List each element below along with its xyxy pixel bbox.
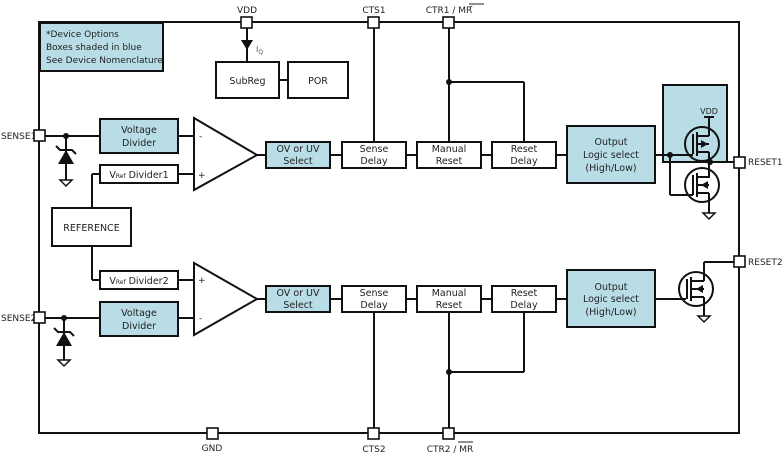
vdd-pin-label: VDD: [237, 6, 257, 16]
ch2-sense-delay: [341, 285, 407, 313]
ch1-comparator-plus: +: [198, 171, 206, 181]
cts2-pin-label: CTS2: [362, 445, 385, 455]
ch2-vref-divider-label: VRef Divider2: [109, 276, 168, 287]
ch1-comparator-minus: -: [199, 132, 202, 142]
ch2-ov-uv-label-1: OV or UV: [276, 288, 320, 299]
note-line-3: See Device Nomenclature: [46, 56, 163, 66]
reset1-pin[interactable]: [733, 156, 746, 169]
ch1-output-logic-select: [566, 125, 656, 184]
ch2-output-logic-label-2: Logic select: [583, 294, 639, 305]
ch2-sense-delay-label-2: Delay: [360, 300, 388, 311]
ctr2-pin-label: CTR2 / MR: [427, 445, 474, 455]
pmos-transistor-icon: [684, 126, 720, 162]
esd-diode-icon: [55, 145, 77, 188]
ch1-output-logic-label-2: Logic select: [583, 150, 639, 161]
ch2-reset-delay-label-1: Reset: [511, 288, 538, 299]
ch2-output-logic-label-1: Output: [595, 282, 628, 293]
ch2-reset-delay-label-2: Delay: [510, 300, 538, 311]
note-line-1: *Device Options: [46, 30, 119, 40]
ch1-output-logic-label-1: Output: [595, 137, 628, 148]
subreg-label: SubReg: [229, 76, 265, 87]
note-line-2: Boxes shaded in blue: [46, 43, 142, 53]
nmos-transistor-icon: [684, 167, 720, 203]
ctr1-pin[interactable]: [442, 16, 455, 29]
cts2-pin[interactable]: [367, 427, 380, 440]
ch2-sense-delay-label-1: Sense: [360, 288, 389, 299]
por-label: POR: [308, 76, 328, 87]
iq-label: IQ: [256, 45, 263, 56]
sense2-input: SENSE2: [1, 311, 100, 368]
iq-arrow-icon: [241, 40, 253, 50]
cts1-pin[interactable]: [367, 16, 380, 29]
sense2-pin-label: SENSE2: [1, 314, 36, 324]
ch1-pmos-vdd-label: VDD: [700, 107, 718, 116]
reset2-pin[interactable]: [733, 255, 746, 268]
ch2-voltage-divider: [99, 301, 179, 337]
ch2-output-stage: [655, 261, 734, 324]
ch1-sense-delay-label-2: Delay: [360, 156, 388, 167]
subreg-block: [215, 61, 280, 99]
gnd-pin[interactable]: [206, 427, 219, 440]
sense2-pin[interactable]: [33, 311, 46, 324]
sense1-pin[interactable]: [33, 129, 46, 142]
ch2-output-logic-label-3: (High/Low): [585, 307, 636, 318]
vdd-pin[interactable]: [240, 16, 253, 29]
ground-icon: [696, 315, 712, 324]
reset1-pin-label: RESET1: [748, 158, 783, 168]
device-options-note: *Device Options Boxes shaded in blue See…: [39, 22, 164, 72]
ic-package-outline: [38, 21, 740, 434]
reference-label: REFERENCE: [63, 223, 119, 234]
ch1-comparator: [193, 116, 260, 192]
cts1-pin-label: CTS1: [362, 6, 385, 16]
ch2-comparator-plus: +: [198, 276, 206, 286]
ch1-sense-delay-label-1: Sense: [360, 144, 389, 155]
ctr2-pin[interactable]: [442, 427, 455, 440]
ground-icon: [701, 212, 717, 221]
ch2-comparator-minus: -: [199, 314, 202, 324]
ch1-output-stage: VDD: [655, 84, 734, 221]
ch1-ov-uv-label-2: Select: [283, 156, 313, 167]
ch2-manual-reset-label-1: Manual: [432, 288, 467, 299]
esd-diode-icon: [53, 327, 75, 368]
por-block: [287, 61, 349, 99]
ch1-voltage-divider-label-2: Divider: [122, 138, 156, 149]
gnd-pin-label: GND: [202, 444, 223, 454]
reset2-pin-label: RESET2: [748, 258, 783, 268]
push-pull-option-block: [662, 84, 728, 163]
ch1-reset-delay-label-2: Delay: [510, 156, 538, 167]
ch1-manual-reset-label-2: Reset: [436, 156, 463, 167]
vdd-section: VDD IQ SubReg POR: [215, 6, 349, 99]
ch2-voltage-divider-label-2: Divider: [122, 321, 156, 332]
nmos-transistor-icon: [678, 271, 714, 307]
ch1-sense-delay: [341, 141, 407, 169]
ch1-reset-delay-label-1: Reset: [511, 144, 538, 155]
ch2-voltage-divider-label-1: Voltage: [121, 308, 157, 319]
ch2-comparator: [193, 261, 260, 337]
sense1-input: SENSE1: [1, 129, 100, 188]
ctr1-pin-label: CTR1 / MR: [426, 6, 473, 16]
ch1-voltage-divider: [99, 118, 179, 154]
sense1-pin-label: SENSE1: [1, 132, 36, 142]
ch2-manual-reset-label-2: Reset: [436, 300, 463, 311]
ch1-manual-reset-label-1: Manual: [432, 144, 467, 155]
ch1-ov-uv-label-1: OV or UV: [276, 144, 320, 155]
ch1-vref-divider-label: VRef Divider1: [109, 170, 168, 181]
ch1-manual-reset: [416, 141, 482, 169]
ch1-voltage-divider-label-1: Voltage: [121, 125, 157, 136]
ch1-output-logic-label-3: (High/Low): [585, 163, 636, 174]
ch2-ov-uv-label-2: Select: [283, 300, 313, 311]
